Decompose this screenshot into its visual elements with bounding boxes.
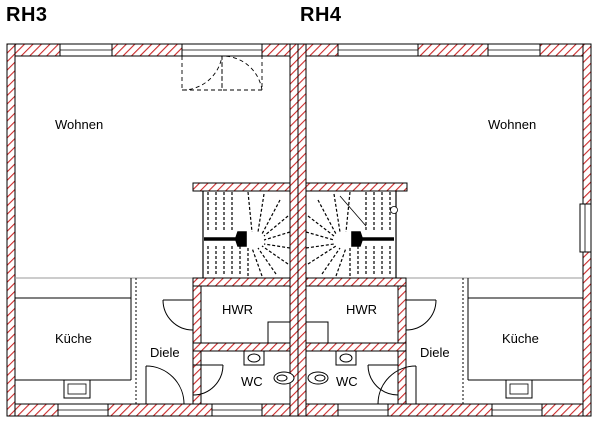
room-label-toilet-rh4: WC <box>336 374 358 389</box>
sink <box>505 379 533 399</box>
unit-title-rh4: RH4 <box>300 4 342 26</box>
doors <box>145 299 224 405</box>
windows <box>57 43 263 417</box>
utility-room-walls <box>305 277 407 405</box>
room-label-toilet-rh3: WC <box>241 374 263 389</box>
staircase <box>305 182 408 278</box>
toilet-fixtures <box>243 350 295 385</box>
room-label-kitchen-rh4: Küche <box>502 331 539 346</box>
room-label-living-rh3: Wohnen <box>55 117 104 132</box>
room-label-utility-rh4: HWR <box>346 302 378 317</box>
unit-rh4 <box>297 43 592 417</box>
doors <box>367 299 437 405</box>
room-label-hall-rh3: Diele <box>150 345 180 360</box>
windows <box>337 43 592 417</box>
terrace-door <box>181 55 263 91</box>
room-label-kitchen-rh3: Küche <box>55 331 92 346</box>
sink <box>63 379 91 399</box>
toilet-fixtures <box>307 350 357 385</box>
unit-rh3 <box>6 43 299 417</box>
room-label-hall-rh4: Diele <box>420 345 450 360</box>
unit-title-rh3: RH3 <box>6 4 48 26</box>
room-label-utility-rh3: HWR <box>222 302 254 317</box>
staircase <box>192 182 291 278</box>
utility-room-walls <box>192 277 291 405</box>
room-label-living-rh4: Wohnen <box>488 117 537 132</box>
